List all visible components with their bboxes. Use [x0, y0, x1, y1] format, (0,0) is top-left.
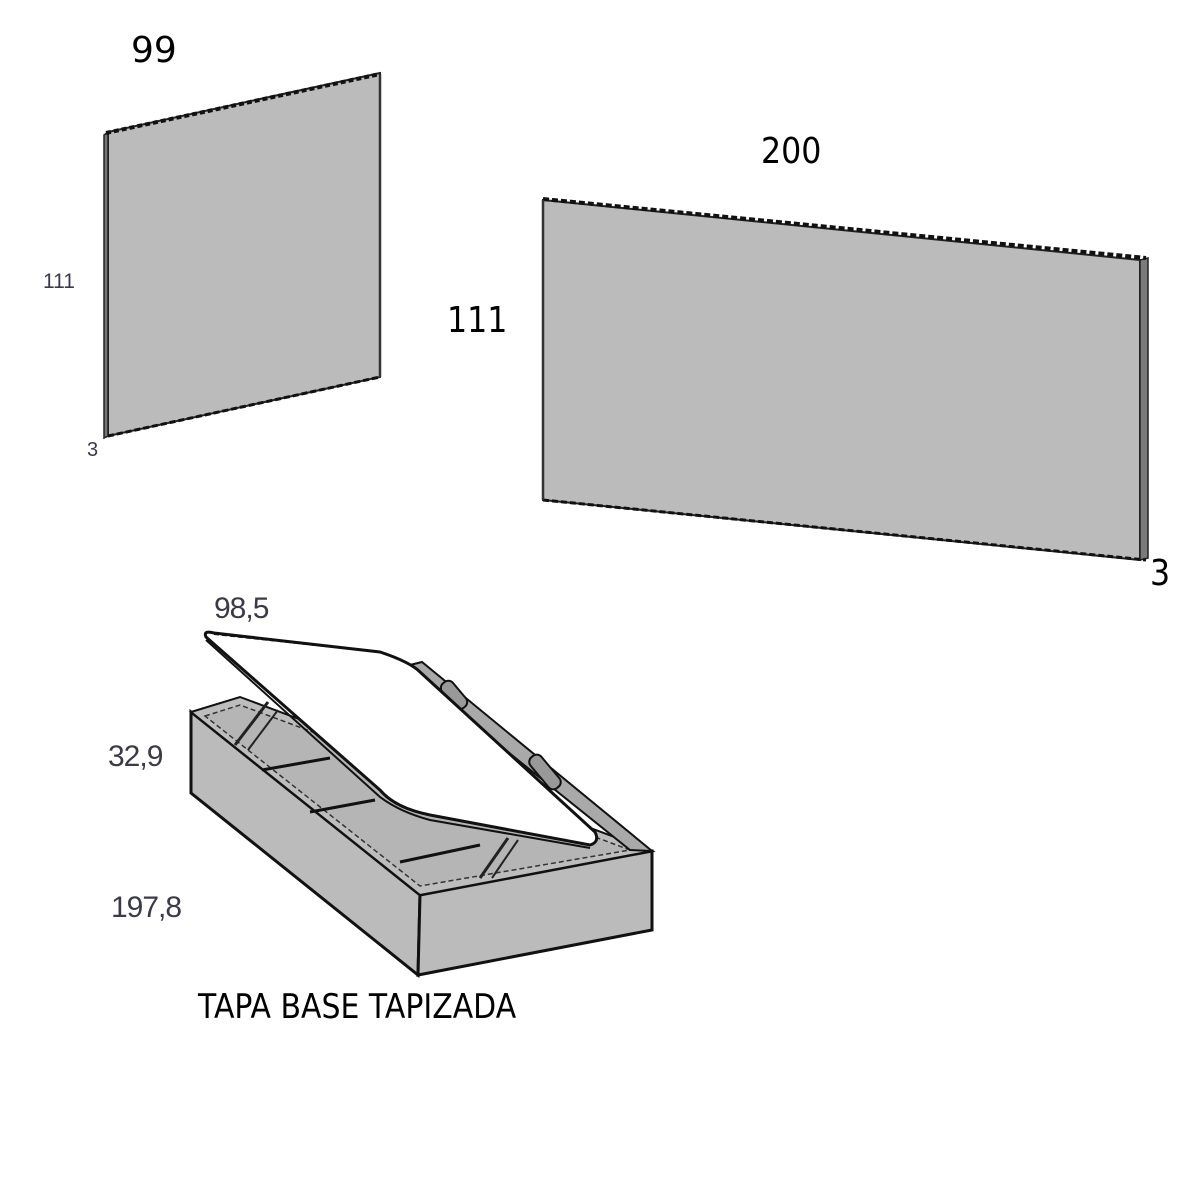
large-headboard-height-label: 111	[447, 300, 508, 341]
small-headboard-depth-label: 3	[87, 439, 99, 461]
storage-base-length-label: 197,8	[111, 891, 182, 924]
large-headboard-depth-label: 3	[1150, 553, 1171, 594]
large-headboard-panel	[541, 197, 1149, 562]
small-headboard-panel	[103, 71, 382, 440]
small-headboard-width-label: 99	[131, 30, 177, 71]
storage-base-drawing	[188, 630, 656, 979]
storage-base-height-label: 32,9	[108, 740, 163, 773]
storage-base-width-label: 98,5	[214, 592, 269, 625]
storage-base-caption: TAPA BASE TAPIZADA	[198, 987, 517, 1027]
small-headboard-height-label: 111	[43, 270, 75, 293]
large-headboard-width-label: 200	[761, 131, 822, 172]
